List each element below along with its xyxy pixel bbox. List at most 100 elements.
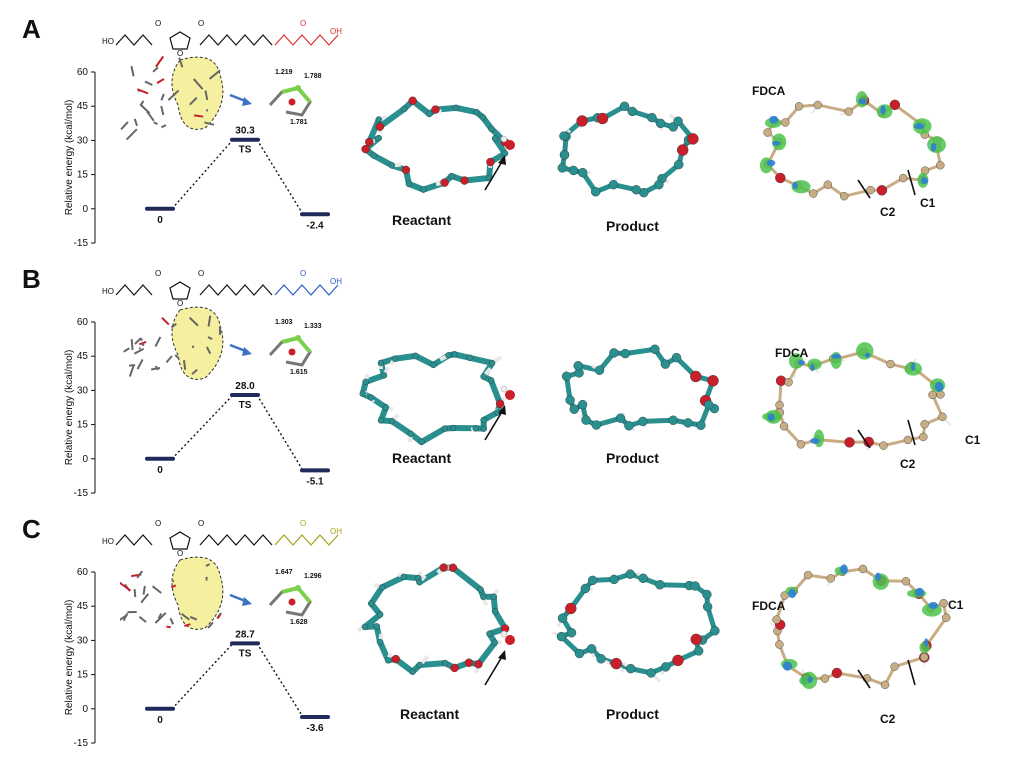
carbon-atom — [420, 186, 427, 193]
water-hydrogen — [500, 135, 508, 143]
stick-bond — [142, 585, 146, 595]
isosurface-blue — [880, 105, 886, 115]
energy-value-label: -2.4 — [306, 220, 324, 231]
energy-value-label: 0 — [157, 465, 163, 476]
carbon-atom — [704, 400, 714, 410]
carbon-atom — [594, 365, 605, 375]
carbon-atom — [488, 359, 496, 367]
water-arrow — [484, 159, 504, 191]
carbon-atom — [449, 424, 457, 432]
carbon-atom — [702, 601, 713, 612]
oxygen-atom — [672, 654, 684, 667]
stick-bond — [161, 124, 167, 129]
carbon-atom — [373, 623, 380, 630]
carbon-atom — [559, 131, 569, 141]
stick-bond — [152, 66, 159, 73]
stick-bond — [160, 93, 165, 101]
carbon-atom — [382, 404, 390, 411]
y-tick-label: 45 — [77, 351, 89, 362]
chain-bond — [199, 534, 273, 546]
carbon-atom — [452, 104, 460, 112]
ts-label: TS — [239, 648, 252, 659]
carbon-atom — [426, 110, 433, 118]
carbon-atom — [491, 135, 499, 142]
carbon-atom — [938, 412, 947, 421]
carbon-atom — [647, 112, 657, 123]
carbon-atom — [378, 584, 386, 591]
stick-bond — [178, 57, 184, 68]
stick-bond — [140, 593, 150, 604]
carbon-atom — [441, 425, 449, 432]
carbon-atom — [376, 638, 384, 646]
carbon-atom — [376, 611, 384, 618]
carbon-atom — [577, 399, 588, 410]
energy-value-label: 30.3 — [235, 126, 255, 137]
stick-bond — [207, 621, 214, 629]
carbon-atom — [486, 630, 493, 637]
y-axis-label: Relative energy (kcal/mol) — [64, 100, 75, 216]
oxygen-atom — [565, 602, 577, 615]
carbon-atom — [775, 640, 784, 649]
carbon-atom — [565, 395, 575, 405]
y-tick-label: 30 — [77, 635, 89, 646]
fdca-label: FDCA — [752, 84, 786, 98]
isosurface-blue — [930, 142, 937, 152]
oxygen-atom — [365, 137, 374, 147]
stick-bond — [133, 118, 138, 127]
stick-bond — [154, 365, 159, 371]
oxygen-atom — [450, 663, 459, 673]
isosurface-green — [856, 342, 874, 360]
stick-bond — [169, 617, 175, 625]
oxygen-atom — [610, 657, 622, 670]
atom-label: O — [177, 49, 183, 58]
c2-label: C2 — [900, 457, 916, 471]
carbon-atom — [796, 440, 806, 449]
water-oxygen — [505, 140, 515, 150]
reactant-structure — [359, 351, 515, 446]
stick-bond — [171, 579, 175, 583]
carbon-atom — [375, 116, 382, 123]
stick-bond — [192, 78, 204, 90]
c1-label: C1 — [920, 196, 936, 210]
c1-label: C1 — [965, 433, 981, 447]
inset-arrowhead — [242, 597, 252, 606]
atom-label: HO — [102, 37, 114, 46]
stick-bond — [188, 316, 199, 327]
atom-label: HO — [102, 287, 114, 296]
stick-bond — [189, 96, 198, 106]
carbon-atom — [886, 359, 895, 369]
isosurface-blue — [769, 115, 779, 124]
carbon-atom — [693, 646, 704, 656]
stick-bond — [136, 570, 144, 579]
product-structure — [557, 101, 699, 198]
stick-bond — [140, 342, 145, 347]
stick-bond — [189, 615, 198, 621]
stick-bond — [165, 355, 173, 364]
carbon-atom — [903, 435, 913, 445]
isosurface-blue — [766, 159, 776, 167]
carbon-atom — [620, 348, 630, 359]
carbon-atom — [683, 418, 693, 428]
carbon-atom — [586, 644, 597, 654]
oxygen-atom — [431, 105, 440, 114]
oxygen-atom — [474, 660, 483, 669]
molecule-bond — [622, 346, 658, 357]
fdca-label: FDCA — [775, 346, 809, 360]
bond-distance-label: 1.647 — [275, 569, 293, 576]
oxygen-atom — [460, 176, 469, 185]
carbon-atom — [803, 570, 813, 580]
carbon-atom — [377, 359, 385, 367]
carbon-atom — [445, 352, 452, 359]
stick-bond — [205, 346, 212, 355]
oxygen-atom — [775, 375, 787, 386]
carbon-atom — [574, 648, 585, 659]
carbon-atom — [400, 573, 407, 581]
molecule-bond — [412, 352, 437, 368]
molecule-bond — [657, 582, 692, 589]
product-structure — [551, 569, 720, 683]
carbon-atom — [823, 180, 833, 189]
stick-bond — [170, 584, 177, 589]
isosurface-blue — [915, 587, 924, 597]
reaction-path — [171, 139, 234, 210]
carbon-atom — [858, 564, 868, 574]
